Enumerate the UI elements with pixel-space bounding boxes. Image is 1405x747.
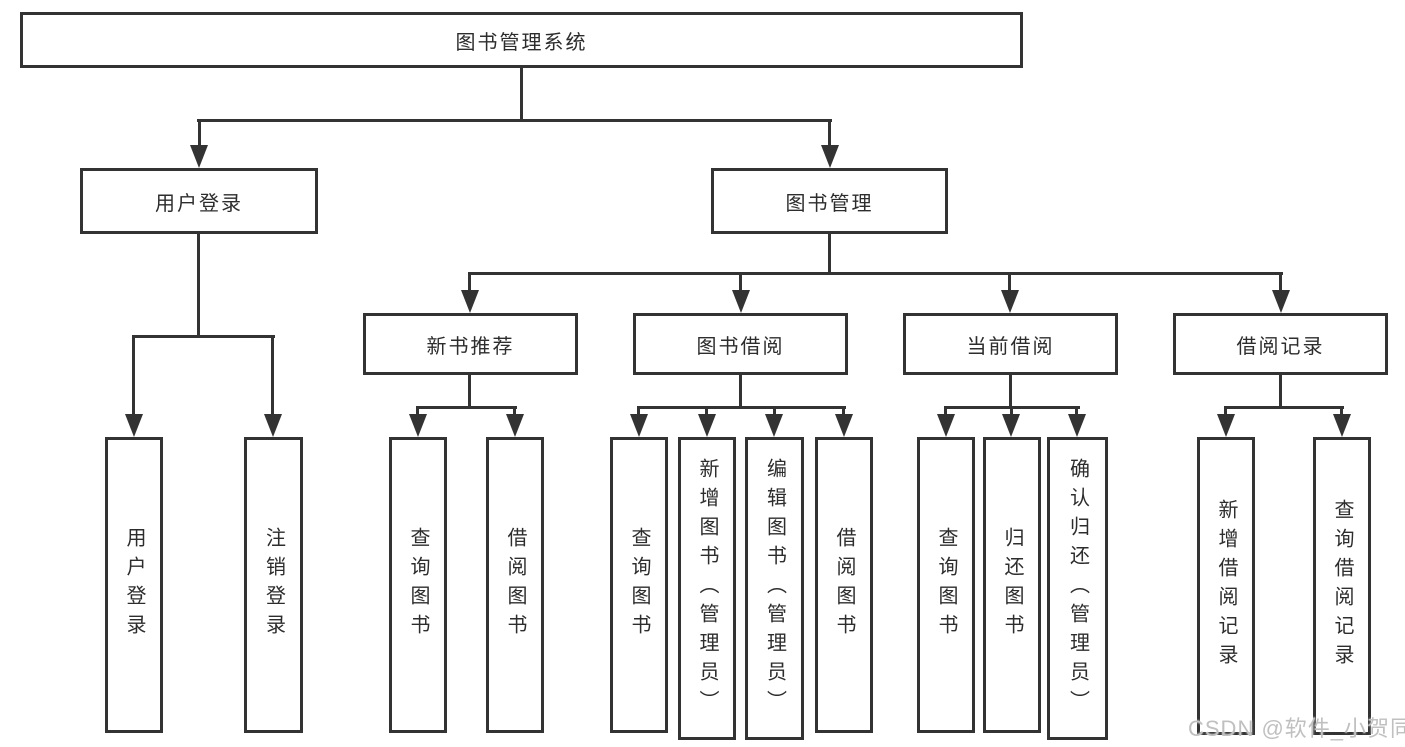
arrow-down-leaf-user-login xyxy=(125,414,143,437)
node-borrow-record-label: 借阅记录 xyxy=(1236,335,1325,358)
connector-root-hline xyxy=(197,119,832,122)
connector-currentborrow-stem-2 xyxy=(1010,407,1013,419)
arrow-down-nb-query xyxy=(409,414,427,437)
connector-borrowrecord-stem-1 xyxy=(1224,407,1227,419)
node-book-management-label: 图书管理 xyxy=(785,192,874,215)
connector-borrowrecord-vline xyxy=(1279,375,1282,409)
connector-newbook-stem-1 xyxy=(416,407,419,419)
connector-bookborrow-stem-3 xyxy=(773,407,776,419)
node-book-borrow: 图书借阅 xyxy=(633,313,848,375)
leaf-borrow-borrow-book: 借阅图书 xyxy=(815,437,873,733)
leaf-record-query-borrow-record: 查询借阅记录 xyxy=(1313,437,1371,735)
node-current-borrow-label: 当前借阅 xyxy=(966,335,1055,358)
arrow-down-cb-confirm xyxy=(1068,414,1086,437)
arrow-down-user-login xyxy=(190,145,208,168)
arrow-down-borrow-record xyxy=(1272,290,1290,313)
connector-root-stem-left xyxy=(198,120,201,150)
node-root: 图书管理系统 xyxy=(20,12,1023,68)
arrow-down-br-query xyxy=(1333,414,1351,437)
connector-bookmgmt-stem-2 xyxy=(739,273,742,295)
arrow-down-leaf-logout xyxy=(264,414,282,437)
node-root-label: 图书管理系统 xyxy=(455,31,588,54)
arrow-down-book-borrow xyxy=(732,290,750,313)
arrow-down-br-add xyxy=(1217,414,1235,437)
connector-bookmgmt-vline xyxy=(828,234,831,275)
connector-userlogin-vline xyxy=(197,234,200,337)
node-book-borrow-label: 图书借阅 xyxy=(696,335,785,358)
node-book-management: 图书管理 xyxy=(711,168,948,234)
arrow-down-bb-borrow xyxy=(835,414,853,437)
node-current-borrow: 当前借阅 xyxy=(903,313,1118,375)
leaf-user-login: 用户登录 xyxy=(105,437,163,733)
leaf-newbook-query-book: 查询图书 xyxy=(389,437,447,733)
connector-newbook-hline xyxy=(416,406,517,409)
connector-bookborrow-stem-1 xyxy=(637,407,640,419)
connector-userlogin-stem-2 xyxy=(271,336,274,421)
node-new-book-recommend: 新书推荐 xyxy=(363,313,578,375)
connector-bookborrow-stem-2 xyxy=(705,407,708,419)
connector-root-vline xyxy=(520,68,523,121)
watermark: CSDN @软件_小贺同学 xyxy=(1188,716,1405,741)
connector-root-stem-right xyxy=(828,120,831,150)
node-borrow-record: 借阅记录 xyxy=(1173,313,1388,375)
leaf-logout-login: 注销登录 xyxy=(244,437,303,733)
arrow-down-cb-query xyxy=(937,414,955,437)
connector-bookmgmt-hline xyxy=(468,272,1283,275)
connector-bookmgmt-stem-3 xyxy=(1008,273,1011,295)
leaf-record-add-borrow-record: 新增借阅记录 xyxy=(1197,437,1255,735)
connector-bookborrow-vline xyxy=(739,375,742,409)
connector-borrowrecord-stem-2 xyxy=(1340,407,1343,419)
leaf-borrow-edit-book-admin: 编辑图书（管理员） xyxy=(745,437,804,740)
arrow-down-current-borrow xyxy=(1001,290,1019,313)
connector-bookborrow-hline xyxy=(637,406,846,409)
arrow-down-bb-edit xyxy=(765,414,783,437)
connector-currentborrow-stem-3 xyxy=(1075,407,1078,419)
arrow-down-new-book-rec xyxy=(461,290,479,313)
leaf-newbook-borrow-book: 借阅图书 xyxy=(486,437,544,733)
connector-currentborrow-stem-1 xyxy=(944,407,947,419)
arrow-down-bb-query xyxy=(630,414,648,437)
connector-userlogin-stem-1 xyxy=(132,336,135,421)
connector-userlogin-hline xyxy=(132,335,275,338)
connector-borrowrecord-hline xyxy=(1224,406,1344,409)
arrow-down-bb-add xyxy=(698,414,716,437)
arrow-down-cb-return xyxy=(1002,414,1020,437)
leaf-current-return-book: 归还图书 xyxy=(983,437,1041,733)
connector-bookborrow-stem-4 xyxy=(842,407,845,419)
connector-currentborrow-vline xyxy=(1009,375,1012,409)
node-new-book-recommend-label: 新书推荐 xyxy=(426,335,515,358)
leaf-current-confirm-return-admin: 确认归还（管理员） xyxy=(1047,437,1108,740)
arrow-down-nb-borrow xyxy=(506,414,524,437)
connector-newbook-stem-2 xyxy=(513,407,516,419)
leaf-current-query-book: 查询图书 xyxy=(917,437,975,733)
arrow-down-book-mgmt xyxy=(821,145,839,168)
node-user-login: 用户登录 xyxy=(80,168,318,234)
connector-bookmgmt-stem-1 xyxy=(468,273,471,295)
connector-newbook-vline xyxy=(468,375,471,409)
leaf-borrow-add-book-admin: 新增图书（管理员） xyxy=(678,437,736,740)
connector-bookmgmt-stem-4 xyxy=(1279,273,1282,295)
node-user-login-label: 用户登录 xyxy=(155,192,243,215)
leaf-borrow-query-book: 查询图书 xyxy=(610,437,668,733)
